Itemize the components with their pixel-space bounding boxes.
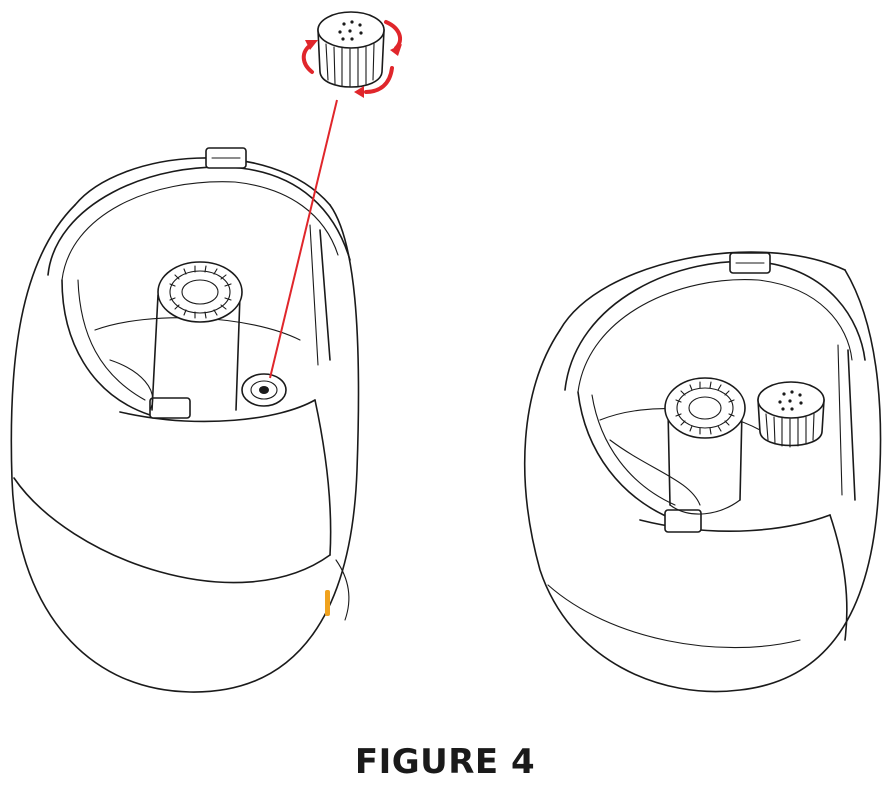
left-tank-front-edge: [119, 399, 316, 423]
figure-caption: FIGURE 4: [354, 742, 536, 782]
left-rim-outer: [74, 157, 331, 206]
left-center-column: [151, 294, 241, 411]
leader-line: [269, 99, 338, 379]
right-center-column: [667, 409, 743, 506]
right-column-filter: [664, 377, 746, 439]
figure-4-diagram: [10, 11, 882, 693]
left-side-seam: [314, 399, 332, 556]
left-base-seam: [13, 477, 331, 584]
left-body-outline: [10, 204, 360, 693]
right-body-outline: [523, 269, 882, 693]
left-humidifier: [10, 147, 360, 693]
right-rim-outer: [559, 251, 846, 331]
rotate-arrow-bottom: [364, 66, 394, 94]
indicator-light: [325, 590, 330, 616]
installed-cap: [757, 381, 825, 448]
rotate-arrow-top: [384, 20, 403, 50]
right-humidifier: [523, 251, 882, 693]
removed-cap: [301, 11, 403, 98]
left-tank-wall: [61, 279, 151, 416]
